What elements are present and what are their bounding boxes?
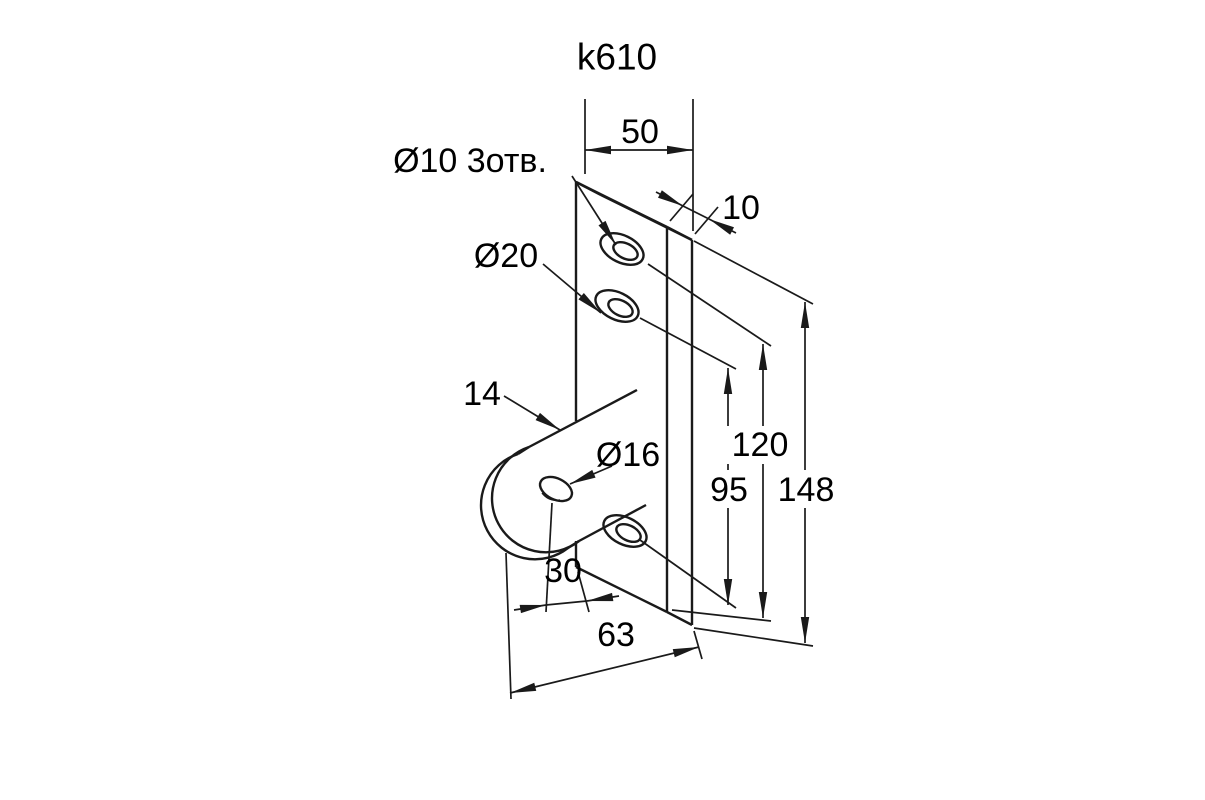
leader-dia10-holes <box>571 175 617 246</box>
dim-30-line <box>545 600 588 606</box>
dim-148-extension-bottom <box>693 627 814 647</box>
dim-95-extension-bottom <box>639 539 737 609</box>
dim-10-line <box>682 205 710 220</box>
lug-bottom-edge <box>578 503 647 543</box>
holes-note-label: Ø10 3отв. <box>393 142 547 180</box>
leader-dia20-counterbore <box>542 263 602 314</box>
hole3-counterbore-ellipse <box>602 514 648 548</box>
lug-hole-ellipse <box>538 475 574 503</box>
leader-dia16-lug-hole <box>569 465 613 485</box>
dim-10-extension-b <box>694 206 719 235</box>
hole2-counterbore-ellipse <box>594 289 640 323</box>
plate-bottom-front-edge <box>575 565 668 614</box>
hole3-bore-ellipse <box>615 522 642 544</box>
dim-30-extension-left <box>545 502 553 613</box>
dim-63-line <box>509 646 700 694</box>
plate-body <box>574 180 694 627</box>
dim-63-label: 63 <box>597 616 635 654</box>
plate-top-left-depth-edge <box>575 180 602 197</box>
lug-thickness-arc <box>479 452 569 561</box>
hole1-counterbore-ellipse <box>599 232 645 266</box>
dim-30-arrow-left <box>513 604 547 614</box>
dim-95-extension-top <box>639 317 737 370</box>
dim-95-label: 95 <box>710 471 748 509</box>
leader-lines <box>503 175 617 485</box>
plate-holes <box>594 232 648 548</box>
lug-thickness-top-connector <box>517 445 530 456</box>
lug-face-arc <box>490 445 580 554</box>
lug-thickness-bottom-connector <box>567 539 580 550</box>
plate-top-right-depth-edge <box>666 225 693 242</box>
dim-148-label: 148 <box>778 471 835 509</box>
label-mask-148 <box>773 470 839 508</box>
dim-10-arrow-right <box>708 218 737 235</box>
lug-thickness-label: 14 <box>463 375 501 413</box>
dim-120-label: 120 <box>732 426 789 464</box>
lug-hole-dia-label: Ø16 <box>596 436 660 474</box>
mounting-lug <box>479 388 647 561</box>
dim-10-label: 10 <box>722 189 760 227</box>
label-mask-120 <box>727 426 793 464</box>
dim-63-extension-right <box>693 630 703 660</box>
dim-120-extension-top <box>647 263 772 347</box>
dim-30-extension-right <box>577 571 590 613</box>
dim-50-label: 50 <box>621 113 659 151</box>
counterbore-dia-label: Ø20 <box>474 237 538 275</box>
lug-hole-depth-arc <box>541 492 561 502</box>
hole2-bore-ellipse <box>607 297 634 319</box>
dim-120-extension-bottom <box>671 609 772 622</box>
dim-10-extension-a <box>669 193 694 222</box>
hole1-bore-ellipse <box>612 240 639 262</box>
dimension-10 <box>655 190 737 235</box>
leader-14-lug-thickness <box>503 395 561 431</box>
part-number-label: k610 <box>577 37 657 78</box>
dimension-120 <box>647 263 772 622</box>
dim-30-label: 30 <box>544 552 582 590</box>
plate-bottom-right-depth-edge <box>666 610 693 627</box>
dim-63-extension-left <box>505 552 512 700</box>
dimension-63 <box>505 552 703 700</box>
dim-30-arrow-right <box>586 592 620 602</box>
label-mask-95 <box>706 470 752 508</box>
lug-top-edge <box>528 388 638 449</box>
dimension-50 <box>584 99 694 231</box>
dim-148-extension-top <box>693 240 814 305</box>
dim-10-arrow-left <box>655 190 684 207</box>
dimension-30 <box>513 502 620 614</box>
